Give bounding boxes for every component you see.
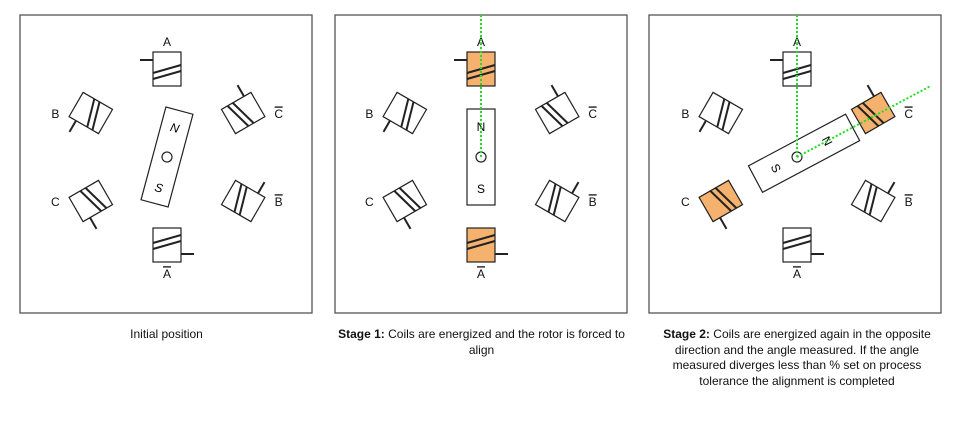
coil-label: C — [681, 195, 690, 209]
coil-c-bar — [534, 84, 580, 135]
coil-b — [698, 91, 744, 135]
coil-a — [140, 51, 182, 87]
coil-label: C — [904, 107, 913, 121]
coil-lead — [550, 84, 559, 97]
coil-winding — [540, 105, 564, 127]
caption-bold: Stage 1: — [338, 327, 385, 341]
coil-label: C — [588, 107, 597, 121]
coil-label: A — [477, 35, 485, 49]
coil-label: A — [163, 267, 171, 281]
coil-lead — [403, 217, 412, 230]
coil-winding — [233, 183, 243, 213]
coil-c — [382, 179, 428, 230]
coil-winding — [466, 234, 496, 244]
coil-winding — [152, 240, 182, 250]
coil-lead — [719, 217, 728, 230]
coil-label: B — [275, 195, 283, 209]
caption-initial: Initial position — [20, 327, 313, 343]
coil-winding — [79, 190, 102, 212]
coil-label: A — [163, 35, 171, 49]
coil-lead — [236, 84, 245, 97]
coil-label: B — [365, 107, 373, 121]
coil-lead — [257, 181, 266, 194]
coil-winding — [466, 240, 496, 250]
coil-winding — [714, 187, 738, 209]
coil-label: C — [51, 195, 60, 209]
coil-winding — [547, 183, 557, 213]
caption-text: Coils are energized again in the opposit… — [672, 327, 931, 388]
coil-lead — [382, 120, 391, 133]
coil-b-bar — [534, 179, 580, 223]
coil-winding — [868, 186, 878, 216]
coil-b-bar — [850, 179, 896, 223]
coil-winding — [84, 187, 108, 209]
coil-winding — [398, 187, 422, 209]
coil-winding — [152, 70, 182, 80]
coil-winding — [232, 102, 255, 124]
coil-winding — [716, 98, 726, 128]
coil-label: A — [477, 267, 485, 281]
coil-b-bar — [220, 179, 266, 223]
caption-stage-1: Stage 1: Coils are energized and the rot… — [335, 327, 628, 358]
coil-winding — [226, 105, 250, 127]
coil-a-bar — [782, 227, 824, 263]
coil-winding — [91, 101, 101, 131]
coil-label: C — [365, 195, 374, 209]
caption-text: Initial position — [130, 327, 203, 341]
coil-lead — [698, 120, 707, 133]
coil-a-bar — [466, 227, 508, 263]
caption-bold: Stage 2: — [663, 327, 710, 341]
coil-winding — [152, 234, 182, 244]
coil-winding — [782, 234, 812, 244]
coil-winding — [782, 240, 812, 250]
coil-winding — [862, 102, 885, 124]
caption-text: Coils are energized and the rotor is for… — [384, 327, 625, 357]
coil-label: A — [793, 267, 801, 281]
coil-winding — [709, 190, 732, 212]
coil-winding — [393, 190, 416, 212]
coil-a-bar — [152, 227, 194, 263]
coil-lead — [866, 84, 875, 97]
coil-lead — [89, 217, 98, 230]
coil-winding — [863, 183, 873, 213]
coil-label: B — [681, 107, 689, 121]
coil-winding — [552, 186, 562, 216]
coil-body — [152, 227, 182, 263]
coil-winding — [152, 64, 182, 74]
coil-winding — [86, 98, 96, 128]
coil-label: B — [589, 195, 597, 209]
south-pole-label: S — [477, 182, 485, 196]
coil-c — [698, 179, 744, 230]
south-pole-label: S — [153, 180, 164, 196]
coil-label: B — [905, 195, 913, 209]
caption-stage-2: Stage 2: Coils are energized again in th… — [652, 327, 942, 389]
coil-b — [382, 91, 428, 135]
alignment-line — [796, 85, 930, 158]
coil-c-bar — [220, 84, 266, 135]
coil-b — [68, 91, 114, 135]
coil-winding — [400, 98, 410, 128]
coil-winding — [405, 101, 415, 131]
coil-lead — [887, 181, 896, 194]
coil-lead — [68, 120, 77, 133]
coil-label: A — [793, 35, 801, 49]
coil-c — [68, 179, 114, 230]
coil-winding — [546, 102, 569, 124]
north-pole-label: N — [169, 120, 181, 136]
coil-winding — [721, 101, 731, 131]
coil-lead — [571, 181, 580, 194]
coil-label: C — [274, 107, 283, 121]
coil-winding — [856, 105, 880, 127]
rotor-shaft — [161, 151, 173, 163]
coil-winding — [238, 186, 248, 216]
rotor: NS — [140, 106, 194, 208]
coil-label: B — [51, 107, 59, 121]
